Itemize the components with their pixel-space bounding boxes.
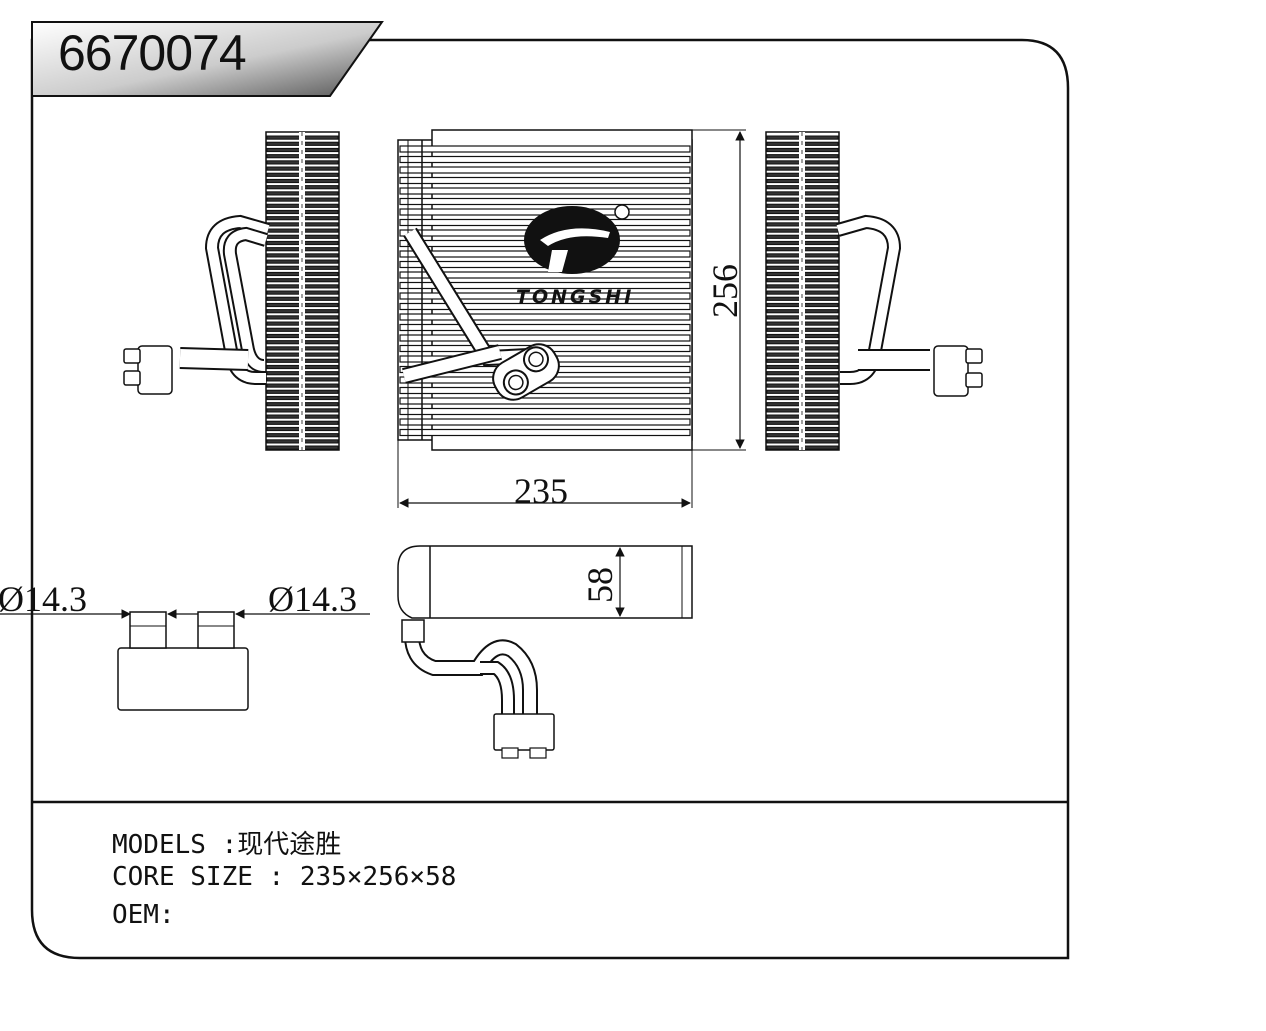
core-tube: [399, 155, 691, 164]
core-tube: [399, 397, 691, 405]
pipe-left-diameter: Ø14.3: [0, 579, 87, 619]
spec-oem: OEM:: [112, 900, 175, 930]
core-tube: [399, 386, 691, 395]
part-number: 6670074: [58, 25, 247, 81]
depth-dimension: 58: [580, 567, 620, 603]
core-tube: [399, 197, 691, 206]
spec-models: MODELS :现代途胜: [112, 830, 342, 860]
core-tube: [399, 271, 691, 279]
pipe-right-diameter: Ø14.3: [268, 579, 357, 619]
spec-core-size: CORE SIZE : 235×256×58: [112, 862, 457, 892]
core-tube: [399, 313, 691, 321]
core-tube: [399, 145, 691, 153]
core-tube: [399, 407, 691, 416]
core-tube: [399, 323, 691, 332]
top-view: [397, 545, 693, 759]
core-tube: [399, 281, 691, 290]
width-dimension: 235: [514, 471, 568, 511]
core-tube: [399, 428, 691, 437]
core-tube: [399, 292, 691, 300]
core-tube: [399, 187, 691, 195]
pipe-end-view: [117, 611, 249, 711]
front-view: [397, 129, 693, 451]
right-side-view: [765, 131, 983, 451]
core-tube: [399, 334, 691, 342]
height-dimension: 256: [705, 264, 745, 318]
brand-logo-icon: [524, 204, 630, 274]
core-tube: [399, 176, 691, 185]
core-tube: [399, 302, 691, 311]
left-side-view: [123, 131, 340, 451]
core-tube: [399, 166, 691, 174]
drawing-frame: [30, 38, 1070, 960]
brand-name: TONGSHI: [516, 286, 635, 308]
part-number-tag: [31, 21, 384, 97]
core-tube: [399, 418, 691, 426]
